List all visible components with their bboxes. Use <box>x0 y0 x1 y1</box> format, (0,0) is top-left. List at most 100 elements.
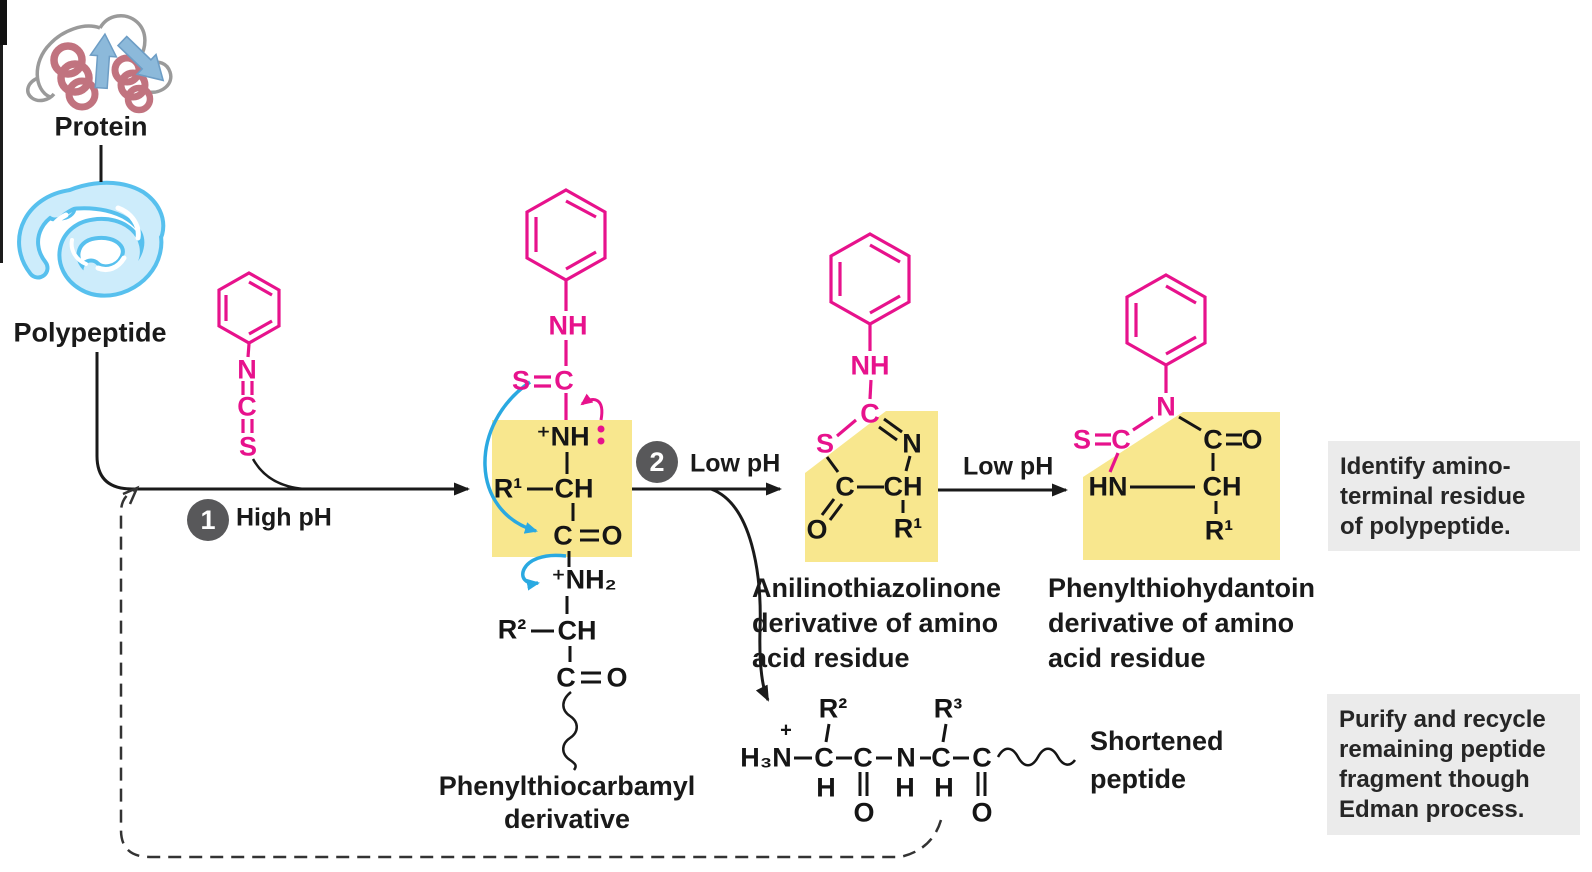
pth-label-line1: Phenylthiohydantoin <box>1048 573 1315 603</box>
polypeptide-label: Polypeptide <box>13 317 167 348</box>
highlight-ptc-box <box>492 420 632 557</box>
atom-h: H <box>934 772 954 803</box>
atom-r2: R² <box>818 693 848 724</box>
note-line: remaining peptide <box>1339 736 1546 763</box>
atom-nh: NH <box>850 350 890 381</box>
pth-structure-label: Phenylthiohydantoin derivative of amino … <box>1048 571 1315 676</box>
dashed-arrowhead <box>122 485 140 505</box>
ptc-squiggle <box>562 691 578 771</box>
atom-n: N <box>896 742 916 773</box>
atom-c: C <box>237 391 257 422</box>
pitc-join-curve <box>251 458 305 491</box>
pth-label-line2: derivative of amino <box>1048 608 1295 638</box>
atom-c: C <box>931 742 951 773</box>
step-2-badge: 2 <box>636 441 678 483</box>
pink-curved-arrow-lone-pair <box>580 393 604 421</box>
atz-label-line3: acid residue <box>752 643 910 673</box>
atom-n: N <box>902 428 922 459</box>
protein-label: Protein <box>54 111 148 142</box>
note-line: Identify amino- <box>1340 453 1511 480</box>
note-line: terminal residue <box>1340 483 1526 510</box>
atom-h: H <box>816 772 836 803</box>
screen-edge-artifact <box>0 0 7 45</box>
atz-bonds <box>820 232 912 521</box>
atom-c: C <box>860 398 880 429</box>
atom-o: O <box>601 520 623 551</box>
atz-label-line2: derivative of amino <box>752 608 999 638</box>
atom-ch: CH <box>1202 471 1242 502</box>
atom-o: O <box>606 662 628 693</box>
charge-plus: + <box>780 719 792 742</box>
atom-s: S <box>511 365 531 396</box>
lone-pair-dot <box>597 437 605 445</box>
arrow-shortened-peptide-branch <box>710 487 770 702</box>
atom-ch: CH <box>557 615 597 646</box>
flow-arrows <box>95 145 1068 702</box>
atom-ch: CH <box>883 471 923 502</box>
protein-ribbon-illustration <box>26 14 174 114</box>
atom-n: N <box>1156 391 1176 422</box>
note-line: Edman process. <box>1339 796 1525 823</box>
step-1-label: High pH <box>236 503 332 532</box>
note-line: fragment though <box>1339 766 1530 793</box>
shortened-label-line2: peptide <box>1090 764 1187 794</box>
atom-c: C <box>556 662 576 693</box>
atom-nh-plus: ⁺NH <box>536 421 590 452</box>
arrow-step1 <box>95 352 470 496</box>
blue-curved-arrow-amide <box>521 553 567 591</box>
atom-c: C <box>853 742 873 773</box>
atom-h3n: H₃N <box>740 742 792 773</box>
atom-c: C <box>554 365 574 396</box>
screen-edge-artifact <box>0 45 3 263</box>
pth-bonds <box>1095 273 1242 514</box>
note-identify-residue: Identify amino- terminal residue of poly… <box>1328 441 1580 551</box>
ptc-label-line1: Phenylthiocarbamyl <box>438 771 696 801</box>
recycle-dashed-loop <box>119 485 943 859</box>
note-purify-recycle: Purify and recycle remaining peptide fra… <box>1327 694 1580 835</box>
atom-h: H <box>895 772 915 803</box>
peptide-squiggle <box>996 747 1077 767</box>
low-ph-label: Low pH <box>963 452 1054 481</box>
atom-c: C <box>553 520 573 551</box>
note-line: Purify and recycle <box>1339 706 1546 733</box>
atom-o: O <box>971 797 993 828</box>
blue-curved-arrow-s-to-carbonyl <box>483 380 538 534</box>
atom-c: C <box>814 742 834 773</box>
polypeptide-illustration <box>17 180 166 298</box>
step-2-label: Low pH <box>690 449 781 478</box>
atom-o: O <box>806 514 828 545</box>
pitc-bonds <box>217 271 281 433</box>
ptc-label-line2: derivative <box>503 804 631 834</box>
lone-pair-dot <box>597 425 605 433</box>
ptc-bonds <box>525 188 607 771</box>
atom-s: S <box>238 431 258 462</box>
atom-r1: R¹ <box>1204 515 1234 546</box>
atom-s: S <box>815 428 835 459</box>
pth-label-line3: acid residue <box>1048 643 1206 673</box>
atz-label-line1: Anilinothiazolinone <box>752 573 1001 603</box>
atom-r2: R² <box>497 614 527 645</box>
peptide-bonds <box>794 723 1077 796</box>
atom-c: C <box>972 742 992 773</box>
atom-ch: CH <box>554 473 594 504</box>
atom-nh2-plus: ⁺NH₂ <box>551 564 617 595</box>
shortened-peptide-label: Shortened peptide <box>1090 722 1224 798</box>
atom-n: N <box>237 354 257 385</box>
atom-nh: NH <box>548 310 588 341</box>
atom-c: C <box>1111 424 1131 455</box>
shortened-label-line1: Shortened <box>1090 726 1224 756</box>
atom-c: C <box>835 471 855 502</box>
atom-c: C <box>1203 424 1223 455</box>
atom-o: O <box>1241 424 1263 455</box>
ptc-structure-label: Phenylthiocarbamyl derivative <box>439 770 696 836</box>
atom-r3: R³ <box>933 693 963 724</box>
atom-s: S <box>1072 424 1092 455</box>
atz-structure-label: Anilinothiazolinone derivative of amino … <box>752 571 1001 676</box>
step-1-badge: 1 <box>187 499 229 541</box>
atom-r1: R¹ <box>893 513 923 544</box>
note-line: of polypeptide. <box>1340 513 1511 540</box>
atom-o: O <box>853 797 875 828</box>
atom-r1: R¹ <box>493 473 523 504</box>
